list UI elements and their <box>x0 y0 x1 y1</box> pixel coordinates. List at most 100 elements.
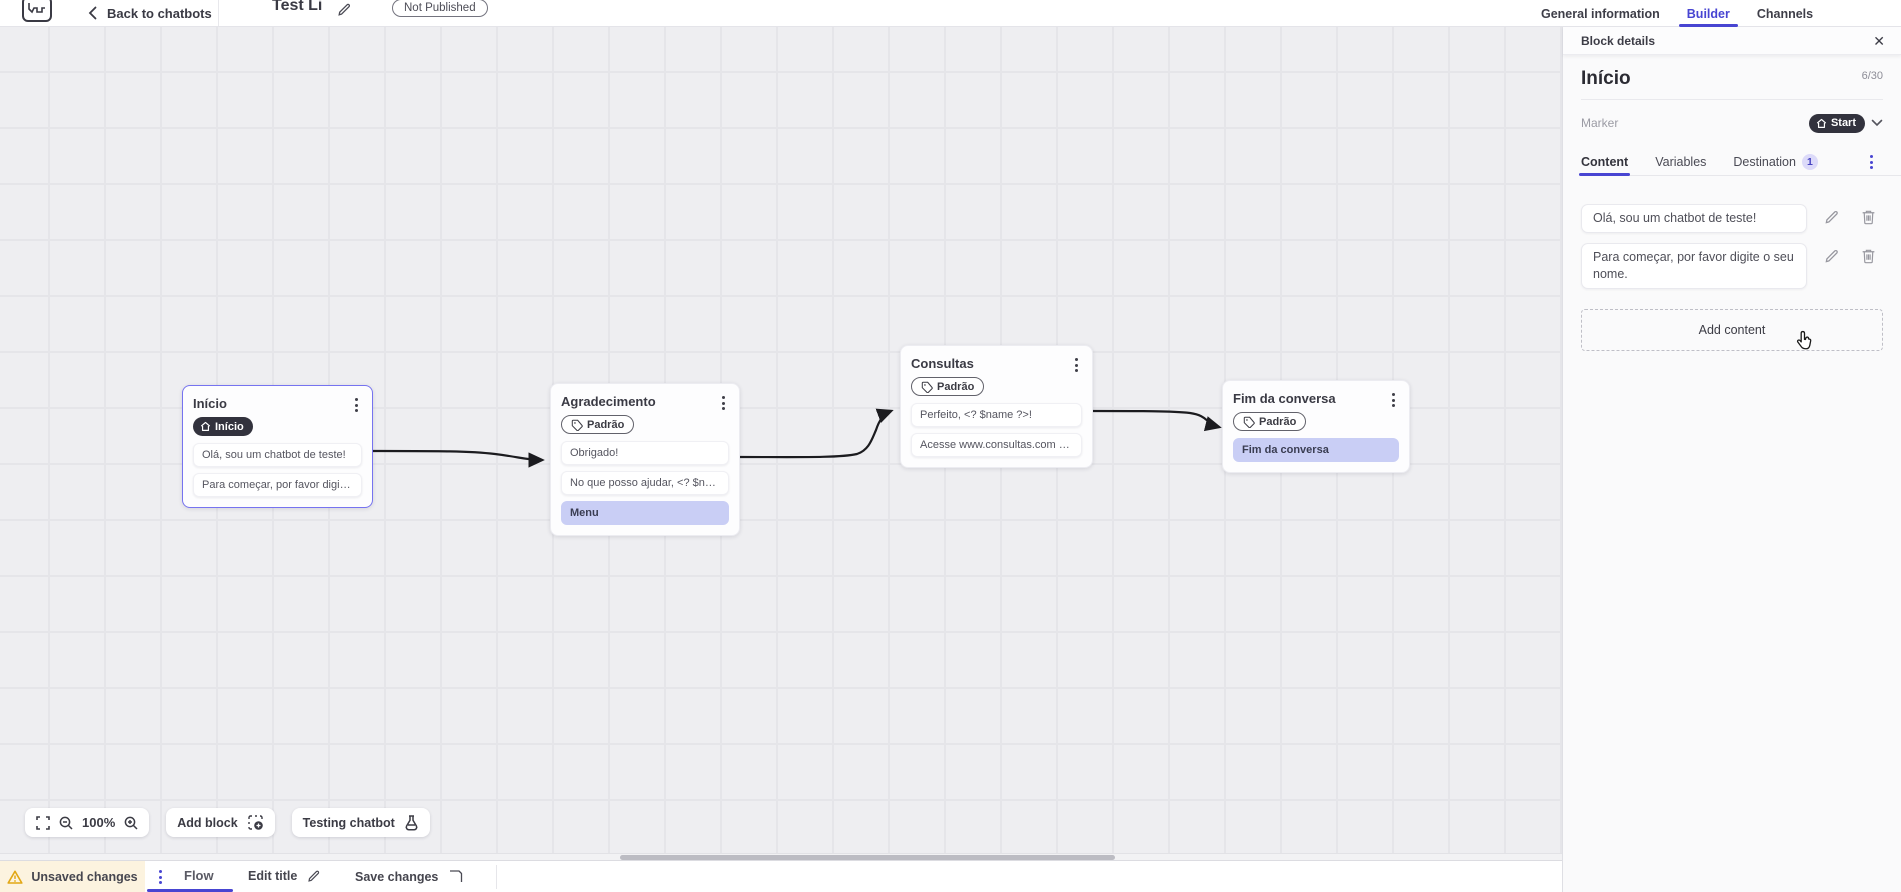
footer-bar: Unsaved changes Flow Edit title Save cha… <box>0 860 1562 892</box>
block-menu-icon[interactable] <box>351 396 362 414</box>
block-message-card[interactable]: Perfeito, <? $name ?>! <box>911 403 1082 427</box>
edit-content-icon[interactable] <box>1824 248 1840 264</box>
block-menu-icon[interactable] <box>1071 356 1082 374</box>
content-text-field[interactable]: Para começar, por favor digite o seu nom… <box>1581 243 1807 289</box>
canvas-controls: 100% Add block Testing chatbot <box>25 808 430 837</box>
tab-content[interactable]: Content <box>1578 149 1631 176</box>
marker-value: Start <box>1830 117 1856 129</box>
canvas-h-scrollbar <box>0 853 1562 860</box>
flow-block[interactable]: Agradecimento Padrão Obrigado! No que pos… <box>550 383 740 536</box>
tab-builder[interactable]: Builder <box>1678 0 1738 27</box>
block-title: Início <box>193 396 227 411</box>
block-title: Consultas <box>911 356 974 371</box>
tab-general-information[interactable]: General information <box>1541 6 1660 21</box>
block-name-row: Início 6/30 <box>1581 68 1883 100</box>
edit-content-icon[interactable] <box>1824 209 1840 225</box>
zoom-toolbar: 100% <box>25 808 150 837</box>
save-changes-label: Save changes <box>355 869 439 884</box>
canvas-h-scroll-thumb[interactable] <box>620 855 1115 860</box>
block-message-card[interactable]: Acesse www.consultas.com par... <box>911 433 1082 457</box>
tab-variables[interactable]: Variables <box>1655 155 1707 169</box>
unsaved-changes-label: Unsaved changes <box>31 869 138 884</box>
start-marker-badge: Start <box>1808 113 1865 133</box>
edit-title-icon[interactable] <box>337 2 352 17</box>
app-logo-icon <box>22 0 52 22</box>
connector-inicio-agradecimento <box>372 449 545 468</box>
back-label: Back to chatbots <box>107 5 212 21</box>
flask-icon <box>405 814 418 831</box>
block-details-panel: Block details ✕ Início 6/30 Marker Start <box>1562 27 1901 892</box>
flow-block[interactable]: Consultas Padrão Perfeito, <? $name ?>! A… <box>900 345 1093 468</box>
zoom-out-icon[interactable] <box>59 816 73 830</box>
tab-flow[interactable]: Flow <box>184 868 214 883</box>
add-content-button[interactable]: Add content <box>1581 309 1883 351</box>
marker-row: Marker Start <box>1581 112 1883 134</box>
block-menu-icon[interactable] <box>1388 391 1399 409</box>
block-tag-badge: Padrão <box>561 415 635 434</box>
connector-consultas-fim <box>1092 409 1222 432</box>
header-divider <box>218 0 219 26</box>
publish-status-badge: Not Published <box>392 0 488 17</box>
home-icon <box>200 421 211 431</box>
add-block-icon <box>247 815 263 830</box>
home-icon <box>1816 118 1827 128</box>
pencil-icon <box>308 870 320 882</box>
connector-agradecimento-consultas <box>739 408 894 459</box>
block-name-counter: 6/30 <box>1861 70 1883 82</box>
content-row: Para começar, por favor digite o seu nom… <box>1581 243 1883 289</box>
flow-menu-icon[interactable] <box>155 868 166 886</box>
flow-block[interactable]: Início Início Olá, sou um chatbot de tes… <box>182 385 373 508</box>
content-text-field[interactable]: Olá, sou um chatbot de teste! <box>1581 204 1807 233</box>
marker-label: Marker <box>1581 116 1619 130</box>
back-to-chatbots-button[interactable]: Back to chatbots <box>88 0 212 26</box>
footer-divider <box>496 865 497 889</box>
block-tag-badge: Padrão <box>911 377 985 396</box>
chatbot-title: Test Li <box>272 0 323 14</box>
destination-count-badge: 1 <box>1801 154 1818 170</box>
block-tag-badge: Padrão <box>1233 412 1307 431</box>
close-panel-icon[interactable]: ✕ <box>1873 32 1885 49</box>
warning-icon <box>7 870 23 884</box>
block-menu-icon[interactable] <box>718 394 729 412</box>
top-bar: Back to chatbots Test Li Not Published G… <box>0 0 1901 27</box>
tab-channels[interactable]: Channels <box>1756 6 1814 21</box>
flow-canvas[interactable]: Início Início Olá, sou um chatbot de tes… <box>0 27 1562 860</box>
flow-block[interactable]: Fim da conversa Padrão Fim da conversa <box>1222 380 1410 473</box>
save-changes-button[interactable]: Save changes <box>355 869 463 884</box>
content-row: Olá, sou um chatbot de teste! <box>1581 204 1883 233</box>
flow-tab-underline <box>147 889 233 892</box>
edit-title-label: Edit title <box>248 869 298 883</box>
add-block-button[interactable]: Add block <box>166 808 275 837</box>
block-message-card[interactable]: Fim da conversa <box>1233 438 1399 462</box>
back-chevron-icon <box>88 6 97 20</box>
testing-chatbot-label: Testing chatbot <box>302 815 395 830</box>
tag-icon <box>1243 416 1255 428</box>
block-message-card[interactable]: Obrigado! <box>561 441 729 465</box>
block-message-card[interactable]: Menu <box>561 501 729 525</box>
add-block-label: Add block <box>177 815 238 830</box>
edit-title-button[interactable]: Edit title <box>248 869 321 883</box>
content-list: Olá, sou um chatbot de teste! Para começ… <box>1581 204 1883 289</box>
block-start-badge: Início <box>193 417 253 436</box>
delete-content-icon[interactable] <box>1861 209 1876 225</box>
marker-select[interactable]: Start <box>1808 113 1883 133</box>
builder-nav-tabs: General information Builder Channels <box>1541 0 1813 27</box>
tag-icon <box>921 381 933 393</box>
zoom-in-icon[interactable] <box>124 816 138 830</box>
block-title: Fim da conversa <box>1233 391 1336 406</box>
unsaved-changes-status: Unsaved changes <box>0 861 145 892</box>
block-message-card[interactable]: Olá, sou um chatbot de teste! <box>193 443 362 467</box>
block-name-input[interactable]: Início <box>1581 68 1631 89</box>
testing-chatbot-button[interactable]: Testing chatbot <box>291 808 430 837</box>
panel-tabs-menu-icon[interactable] <box>1866 153 1877 171</box>
block-details-header: Block details ✕ <box>1563 27 1901 55</box>
fit-screen-icon[interactable] <box>36 815 50 830</box>
delete-content-icon[interactable] <box>1861 248 1876 264</box>
tag-icon <box>571 419 583 431</box>
block-message-card[interactable]: No que posso ajudar, <? $name ... <box>561 471 729 495</box>
block-title: Agradecimento <box>561 394 656 409</box>
block-message-card[interactable]: Para começar, por favor digite o ... <box>193 473 362 497</box>
